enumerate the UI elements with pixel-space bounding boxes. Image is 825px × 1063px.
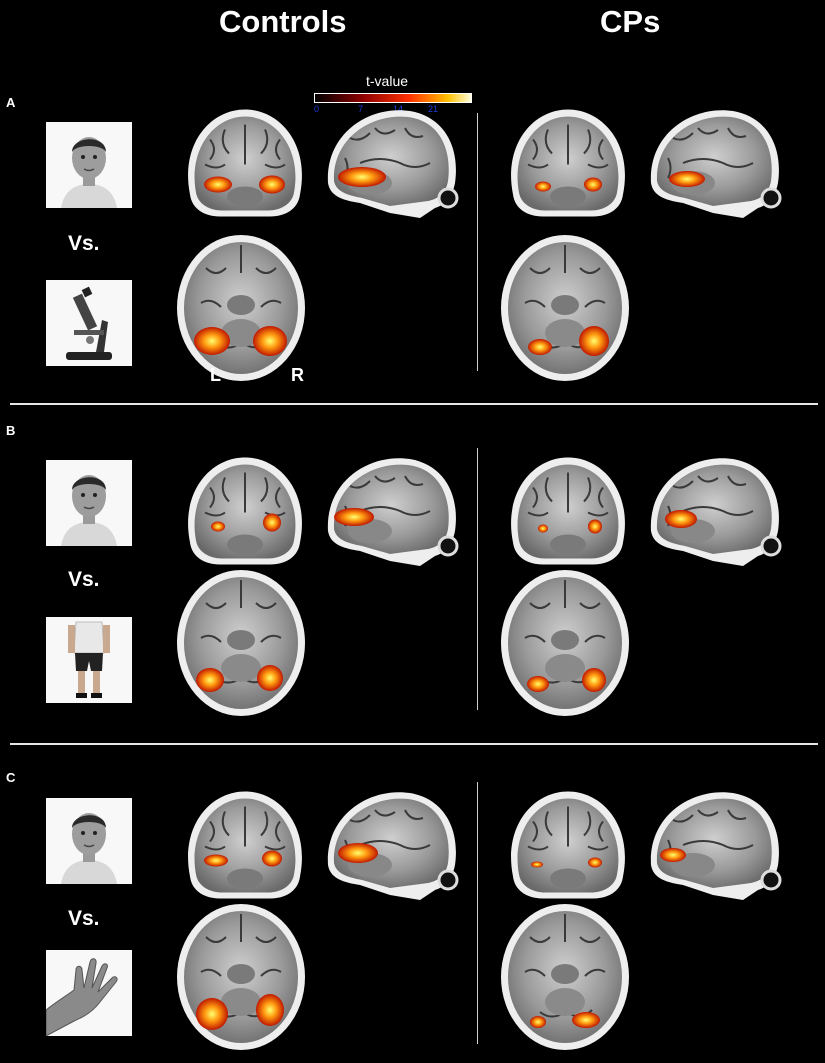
sagittal-brain-slice [326, 108, 459, 220]
colorbar-tick: 7 [358, 104, 364, 114]
colorbar-gradient [314, 93, 472, 103]
activation-cluster [588, 857, 602, 868]
face-image [46, 122, 132, 208]
left-hemisphere-label: L [210, 365, 221, 385]
sagittal-brain-slice [649, 456, 782, 568]
activation-cluster [579, 326, 609, 356]
activation-cluster [253, 326, 287, 356]
activation-cluster [263, 513, 281, 532]
activation-cluster [528, 339, 552, 355]
activation-cluster [527, 676, 549, 692]
activation-cluster [204, 176, 232, 193]
activation-cluster [194, 327, 230, 355]
coronal-brain-slice [510, 790, 626, 900]
activation-cluster [338, 843, 378, 863]
activation-cluster [572, 1012, 600, 1028]
activation-cluster [338, 167, 386, 187]
vs-label: Vs. [68, 568, 100, 591]
headless-body-image [46, 617, 132, 703]
axial-brain-slice [176, 234, 306, 382]
sagittal-brain-slice [326, 456, 459, 568]
activation-cluster [584, 177, 602, 192]
colorbar-tick: 21 [428, 104, 439, 114]
activation-cluster [211, 521, 225, 532]
activation-cluster [665, 510, 697, 528]
sagittal-brain-slice [649, 108, 782, 220]
coronal-brain-slice [187, 790, 303, 900]
panel-label-a: A [6, 95, 16, 110]
activation-cluster [660, 848, 686, 862]
activation-cluster [257, 665, 283, 691]
axial-brain-slice [176, 569, 306, 717]
activation-cluster [259, 175, 285, 194]
t-value-colorbar: t-value 0 7 14 21 [314, 73, 472, 120]
coronal-brain-slice [510, 456, 626, 566]
panel-label-c: C [6, 770, 16, 785]
activation-cluster [204, 854, 228, 867]
hand-image [46, 950, 132, 1036]
column-divider [477, 782, 478, 1044]
colorbar-tick: 14 [393, 104, 404, 114]
colorbar-title: t-value [366, 73, 409, 89]
coronal-brain-slice [510, 108, 626, 218]
activation-cluster [256, 994, 284, 1026]
activation-cluster [262, 850, 282, 867]
axial-brain-slice [500, 903, 630, 1051]
coronal-brain-slice [187, 108, 303, 218]
right-hemisphere-label: R [291, 365, 304, 385]
activation-cluster [196, 668, 224, 692]
activation-cluster [530, 1016, 546, 1028]
activation-cluster [535, 181, 551, 192]
vs-label: Vs. [68, 232, 100, 255]
column-divider [477, 113, 478, 371]
activation-cluster [582, 668, 606, 692]
coronal-brain-slice [187, 456, 303, 566]
cps-column-title: CPs [600, 4, 661, 39]
activation-cluster [196, 998, 228, 1030]
colorbar-tick: 0 [314, 104, 320, 114]
axial-brain-slice [500, 569, 630, 717]
axial-brain-slice [176, 903, 306, 1051]
face-image [46, 798, 132, 884]
activation-cluster [588, 519, 602, 534]
microscope-image [46, 280, 132, 366]
vs-label: Vs. [68, 907, 100, 930]
activation-cluster [531, 861, 543, 868]
panel-divider [10, 403, 818, 405]
column-divider [477, 448, 478, 710]
face-image [46, 460, 132, 546]
sagittal-brain-slice [326, 790, 459, 902]
axial-brain-slice [500, 234, 630, 382]
activation-cluster [669, 171, 705, 187]
panel-divider [10, 743, 818, 745]
panel-label-b: B [6, 423, 16, 438]
activation-cluster [538, 524, 548, 533]
activation-cluster [334, 508, 374, 526]
controls-column-title: Controls [219, 4, 347, 39]
sagittal-brain-slice [649, 790, 782, 902]
